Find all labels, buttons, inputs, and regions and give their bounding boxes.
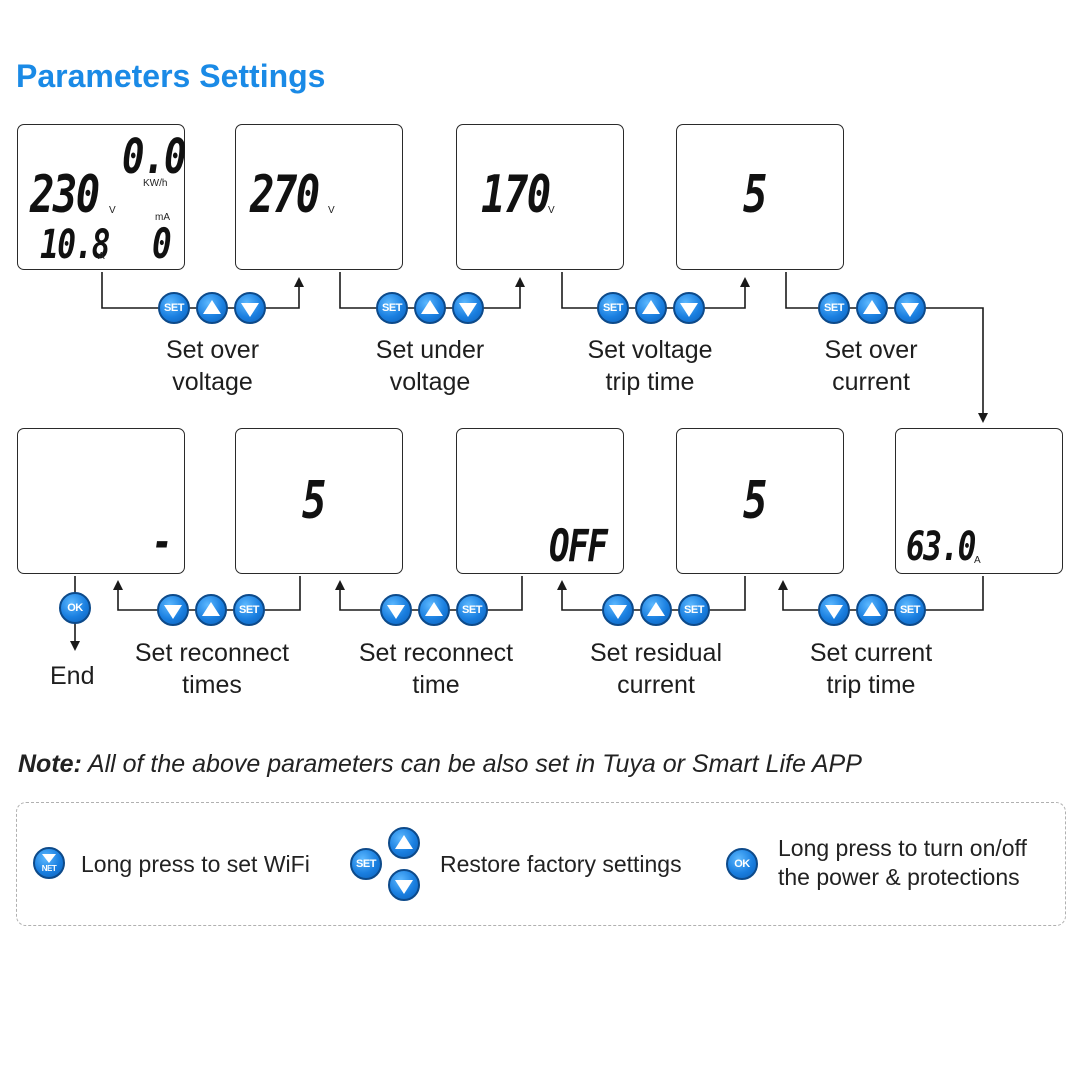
step-label-under-voltage: Set under voltage [375,336,485,396]
up-arrow-icon [395,834,413,849]
screen-residual-current: OFF [456,428,624,574]
kwh-readout: 0.0 [122,129,187,185]
down-button[interactable] [388,869,420,901]
down-arrow-icon [42,853,56,863]
down-arrow-icon [609,604,627,619]
note-prefix: Note: [18,750,82,778]
set-button[interactable]: SET [818,292,850,324]
up-arrow-icon [863,299,881,314]
step-label-reconnect-time: Set reconnect time [358,639,514,699]
up-arrow-icon [421,299,439,314]
down-button[interactable] [602,594,634,626]
under-voltage-unit: V [548,205,555,216]
step-label-over-current: Set over current [824,336,918,396]
up-button[interactable] [196,292,228,324]
up-arrow-icon [203,299,221,314]
note-text: Note: All of the above parameters can be… [18,750,862,779]
down-arrow-icon [241,302,259,317]
screen-over-current: 63.0 A [895,428,1063,574]
voltage-readout: 230 [30,165,100,225]
legend-box: NET Long press to set WiFi SET Restore f… [16,802,1066,926]
set-button[interactable]: SET [456,594,488,626]
down-arrow-icon [825,604,843,619]
screen-reconnect-time: 5 [235,428,403,574]
step-label-reconnect-times: Set reconnect times [134,639,290,699]
down-button[interactable] [673,292,705,324]
over-current-unit: A [974,555,981,566]
set-button[interactable]: SET [678,594,710,626]
step-label-voltage-trip-time: Set voltage trip time [587,336,713,396]
screen-home: 0.0 KW/h 230 V mA 10.8 A 0 [17,124,187,270]
step-label-over-voltage: Set over voltage [165,336,260,396]
set-button[interactable]: SET [597,292,629,324]
down-arrow-icon [164,604,182,619]
up-button[interactable] [414,292,446,324]
up-button[interactable] [640,594,672,626]
down-button[interactable] [157,594,189,626]
under-voltage-value: 170 [481,165,551,225]
screen-reconnect-times: - [17,428,185,574]
reconnect-time-value: 5 [302,471,326,531]
up-button[interactable] [418,594,450,626]
residual-current-value: OFF [549,521,608,572]
down-button[interactable] [452,292,484,324]
up-arrow-icon [647,601,665,616]
up-button[interactable] [856,292,888,324]
up-arrow-icon [863,601,881,616]
down-arrow-icon [395,879,413,894]
set-button[interactable]: SET [376,292,408,324]
net-button[interactable]: NET [33,847,65,879]
down-arrow-icon [459,302,477,317]
legend-power-text: Long press to turn on/off the power & pr… [778,835,1027,890]
down-arrow-icon [387,604,405,619]
current-unit: A [98,251,105,262]
page-title: Parameters Settings [16,58,326,94]
set-button[interactable]: SET [894,594,926,626]
step-label-residual-current: Set residual current [589,639,723,699]
down-arrow-icon [901,302,919,317]
over-voltage-unit: V [328,205,335,216]
up-button[interactable] [388,827,420,859]
legend-wifi-text: Long press to set WiFi [81,851,310,877]
leak-unit: mA [155,212,170,223]
current-trip-time-value: 5 [743,471,767,531]
down-button[interactable] [818,594,850,626]
up-arrow-icon [642,299,660,314]
up-button[interactable] [635,292,667,324]
voltage-trip-time-value: 5 [743,165,767,225]
leak-readout: 0 [152,219,172,268]
screen-over-voltage: 270 V [235,124,403,270]
down-button[interactable] [234,292,266,324]
over-current-value: 63.0 [906,524,976,570]
voltage-unit: V [109,205,116,216]
down-button[interactable] [380,594,412,626]
kwh-unit: KW/h [143,178,168,189]
up-arrow-icon [425,601,443,616]
down-arrow-icon [680,302,698,317]
up-button[interactable] [856,594,888,626]
up-button[interactable] [195,594,227,626]
up-arrow-icon [202,601,220,616]
screen-current-trip-time: 5 [676,428,844,574]
ok-button[interactable]: OK [726,848,758,880]
note-body: All of the above parameters can be also … [81,750,862,778]
end-label: End [50,662,95,690]
current-readout: 10.8 [40,222,110,268]
ok-button[interactable]: OK [59,592,91,624]
screen-voltage-trip-time: 5 [676,124,844,270]
reconnect-times-value: - [152,517,173,568]
step-label-current-trip-time: Set current trip time [809,639,933,699]
screen-under-voltage: 170 V [456,124,624,270]
down-button[interactable] [894,292,926,324]
set-button[interactable]: SET [233,594,265,626]
over-voltage-value: 270 [250,165,320,225]
set-button[interactable]: SET [350,848,382,880]
legend-restore-text: Restore factory settings [440,851,682,877]
set-button[interactable]: SET [158,292,190,324]
